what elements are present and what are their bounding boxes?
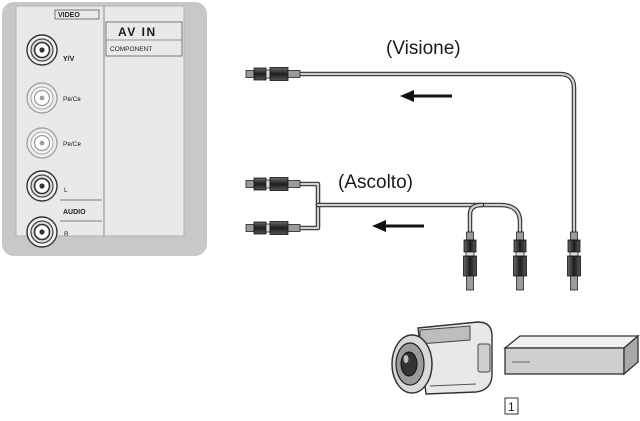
video-signal-label: (Visione)	[386, 38, 461, 59]
component-label: COMPONENT	[110, 46, 152, 53]
audio-signal-label: (Ascolto)	[338, 172, 413, 193]
pr-jack[interactable]	[26, 127, 58, 159]
device-number: 1	[508, 400, 515, 414]
video-jack[interactable]	[26, 34, 58, 66]
camcorder-icon	[391, 321, 493, 395]
audio-l-plug-tv[interactable]	[245, 177, 301, 191]
pb-jack[interactable]	[26, 82, 58, 114]
cables	[295, 71, 577, 235]
video-label: VIDEO	[58, 12, 80, 19]
jack-label-l: L	[64, 187, 68, 194]
audio-r-plug-tv[interactable]	[245, 221, 301, 235]
video-plug-device[interactable]	[567, 231, 581, 291]
video-arrow-icon	[400, 90, 452, 102]
audio-label: AUDIO	[63, 209, 86, 216]
jack-label-r: R	[64, 231, 69, 238]
jack-label-pr: Pʀ/Cʀ	[63, 141, 81, 148]
device-number-box: 1	[504, 397, 519, 415]
jack-label-pb: Pʙ/Cʙ	[63, 96, 81, 103]
audio-r-jack[interactable]	[26, 216, 58, 248]
jack-label-y: Y/V	[63, 56, 75, 63]
audio-l-plug-device[interactable]	[463, 231, 477, 291]
audio-l-jack[interactable]	[26, 170, 58, 202]
audio-r-plug-device[interactable]	[513, 231, 527, 291]
video-plug-tv[interactable]	[245, 67, 301, 81]
av-in-label: AV IN	[118, 25, 157, 39]
player-box-icon	[503, 334, 640, 376]
audio-arrow-icon	[372, 220, 424, 232]
tv-input-panel: VIDEO AV IN COMPONENT Y/V Pʙ/Cʙ Pʀ/Cʀ L …	[2, 2, 207, 256]
